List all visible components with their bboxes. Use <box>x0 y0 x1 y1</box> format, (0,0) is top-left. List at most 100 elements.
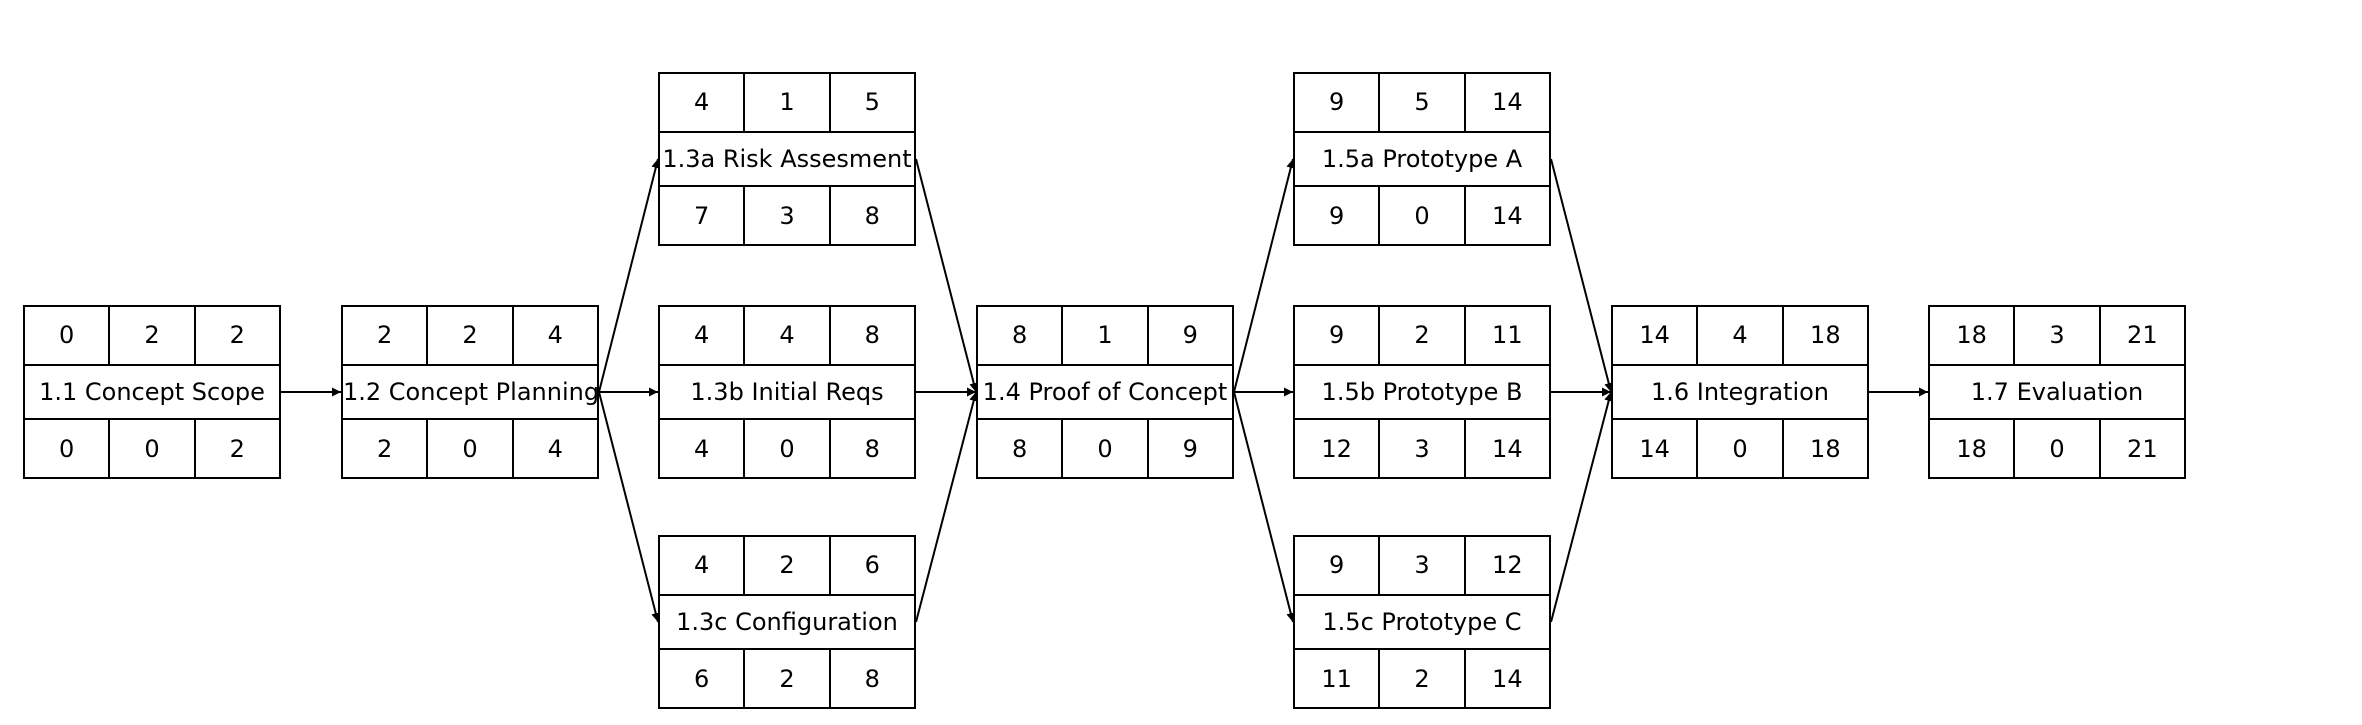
early-finish-value: 21 <box>2098 307 2184 364</box>
slack-value: 2 <box>743 650 828 708</box>
task-node-1-5a: 9 5 14 1.5a Prototype A 9 0 14 <box>1293 72 1551 246</box>
duration-value: 2 <box>743 537 828 594</box>
early-start-value: 9 <box>1329 88 1345 117</box>
arrow-1-3a-to-1-4 <box>915 158 979 393</box>
task-name: 1.5c Prototype C <box>1322 608 1522 636</box>
slack-value: 0 <box>1061 420 1146 478</box>
early-finish-value: 6 <box>828 537 914 594</box>
node-label-row: 1.5c Prototype C <box>1295 593 1549 651</box>
late-finish-value: 8 <box>828 187 914 245</box>
duration-value: 1 <box>743 74 828 131</box>
node-bottom-row: 11 2 14 <box>1295 650 1549 708</box>
task-name: 1.2 Concept Planning <box>343 378 600 406</box>
late-finish-value: 2 <box>193 420 279 478</box>
node-top-row: 4 2 6 <box>660 537 914 594</box>
arrow-1-2-to-1-3a <box>598 158 661 393</box>
early-start-value: 2 <box>377 321 393 350</box>
node-bottom-row: 0 0 2 <box>25 420 279 478</box>
early-finish-value: 2 <box>193 307 279 364</box>
early-start-value: 4 <box>694 88 710 117</box>
node-bottom-row: 14 0 18 <box>1613 420 1867 478</box>
late-start-value: 12 <box>1321 434 1352 463</box>
slack-value: 3 <box>743 187 828 245</box>
task-node-1-7: 18 3 21 1.7 Evaluation 18 0 21 <box>1928 305 2186 479</box>
node-label-row: 1.3a Risk Assesment <box>660 130 914 188</box>
task-name: 1.6 Integration <box>1650 378 1830 406</box>
node-label-row: 1.3b Initial Reqs <box>660 363 914 421</box>
late-start-value: 11 <box>1321 664 1352 693</box>
late-start-value: 4 <box>694 434 710 463</box>
task-node-1-3a: 4 1 5 1.3a Risk Assesment 7 3 8 <box>658 72 916 246</box>
task-node-1-4: 8 1 9 1.4 Proof of Concept 8 0 9 <box>976 305 1234 479</box>
slack-value: 0 <box>1696 420 1781 478</box>
arrow-1-2-to-1-3c <box>598 391 661 623</box>
node-label-row: 1.6 Integration <box>1613 363 1867 421</box>
early-finish-value: 14 <box>1463 74 1549 131</box>
early-start-value: 9 <box>1329 321 1345 350</box>
node-top-row: 2 2 4 <box>343 307 597 364</box>
arrow-1-4-to-1-5c <box>1233 391 1296 623</box>
early-finish-value: 18 <box>1781 307 1867 364</box>
node-top-row: 0 2 2 <box>25 307 279 364</box>
node-top-row: 9 3 12 <box>1295 537 1549 594</box>
duration-value: 3 <box>1378 537 1463 594</box>
early-start-value: 9 <box>1329 551 1345 580</box>
arrow-1-3c-to-1-4 <box>915 391 979 623</box>
task-name: 1.7 Evaluation <box>1970 378 2144 406</box>
task-name: 1.3c Configuration <box>676 608 898 636</box>
late-start-value: 6 <box>694 664 710 693</box>
late-start-value: 0 <box>59 434 75 463</box>
slack-value: 0 <box>743 420 828 478</box>
node-bottom-row: 4 0 8 <box>660 420 914 478</box>
early-finish-value: 9 <box>1146 307 1232 364</box>
node-label-row: 1.2 Concept Planning <box>343 363 600 421</box>
arrow-1-5c-to-1-6 <box>1550 391 1614 623</box>
late-start-value: 2 <box>377 434 393 463</box>
duration-value: 2 <box>426 307 511 364</box>
node-bottom-row: 6 2 8 <box>660 650 914 708</box>
late-finish-value: 21 <box>2098 420 2184 478</box>
node-top-row: 9 5 14 <box>1295 74 1549 131</box>
late-finish-value: 14 <box>1463 187 1549 245</box>
task-name: 1.3b Initial Reqs <box>690 378 884 406</box>
duration-value: 1 <box>1061 307 1146 364</box>
node-bottom-row: 18 0 21 <box>1930 420 2184 478</box>
node-top-row: 4 1 5 <box>660 74 914 131</box>
task-node-1-2: 2 2 4 1.2 Concept Planning 2 0 4 <box>341 305 599 479</box>
node-label-row: 1.3c Configuration <box>660 593 914 651</box>
task-name: 1.3a Risk Assesment <box>662 145 912 173</box>
duration-value: 4 <box>743 307 828 364</box>
node-top-row: 4 4 8 <box>660 307 914 364</box>
duration-value: 5 <box>1378 74 1463 131</box>
node-bottom-row: 2 0 4 <box>343 420 597 478</box>
task-name: 1.5b Prototype B <box>1321 378 1523 406</box>
duration-value: 2 <box>108 307 193 364</box>
node-bottom-row: 12 3 14 <box>1295 420 1549 478</box>
slack-value: 2 <box>1378 650 1463 708</box>
late-finish-value: 14 <box>1463 650 1549 708</box>
node-label-row: 1.1 Concept Scope <box>25 363 279 421</box>
slack-value: 0 <box>1378 187 1463 245</box>
node-label-row: 1.5b Prototype B <box>1295 363 1549 421</box>
late-finish-value: 4 <box>511 420 597 478</box>
slack-value: 0 <box>108 420 193 478</box>
node-top-row: 8 1 9 <box>978 307 1232 364</box>
task-node-1-3c: 4 2 6 1.3c Configuration 6 2 8 <box>658 535 916 709</box>
node-label-row: 1.4 Proof of Concept <box>978 363 1232 421</box>
early-start-value: 14 <box>1639 321 1670 350</box>
late-start-value: 9 <box>1329 201 1345 230</box>
early-finish-value: 8 <box>828 307 914 364</box>
early-finish-value: 12 <box>1463 537 1549 594</box>
task-node-1-1: 0 2 2 1.1 Concept Scope 0 0 2 <box>23 305 281 479</box>
early-finish-value: 4 <box>511 307 597 364</box>
arrow-1-4-to-1-5a <box>1233 158 1296 393</box>
early-start-value: 4 <box>694 321 710 350</box>
late-start-value: 14 <box>1639 434 1670 463</box>
task-node-1-5b: 9 2 11 1.5b Prototype B 12 3 14 <box>1293 305 1551 479</box>
early-start-value: 4 <box>694 551 710 580</box>
early-start-value: 0 <box>59 321 75 350</box>
node-label-row: 1.5a Prototype A <box>1295 130 1549 188</box>
late-finish-value: 9 <box>1146 420 1232 478</box>
